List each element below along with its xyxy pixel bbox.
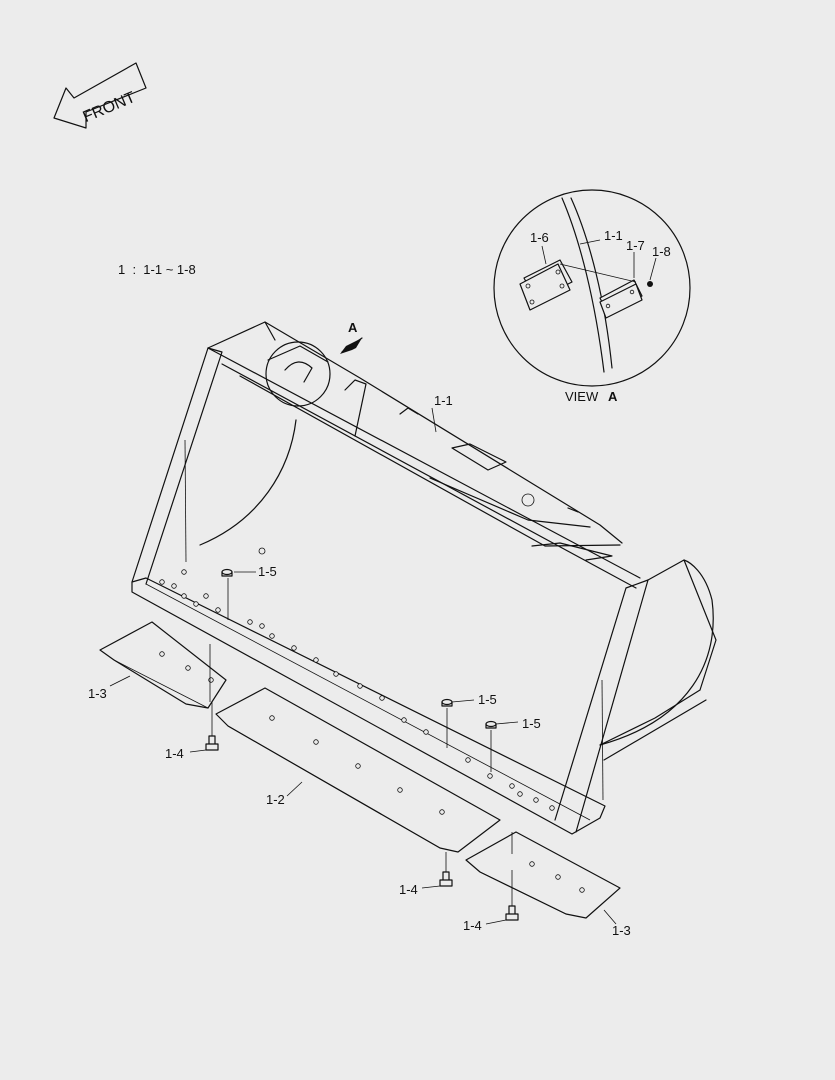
cutting-edge-right: [465, 831, 621, 919]
front-arrow: FRONT: [53, 62, 147, 129]
cutting-edge-center: [215, 687, 501, 853]
callout-1-5: 1-5: [478, 692, 497, 707]
view-caption-prefix: VIEW: [565, 389, 599, 404]
bolt-hole: [171, 583, 177, 589]
callout-1-7: 1-7: [626, 238, 645, 253]
bolt-hole: [247, 619, 253, 625]
bolt-hole: [203, 593, 209, 599]
detail-view-a: [493, 189, 691, 387]
bolt-hole: [181, 569, 187, 575]
callout-1-4: 1-4: [463, 918, 482, 933]
bolt-hole: [379, 695, 385, 701]
assembly-note: 1 : 1-1 ~ 1-8: [118, 262, 196, 277]
callout-1-3: 1-3: [88, 686, 107, 701]
bolt-hole: [269, 633, 275, 639]
bolt-hole: [291, 645, 297, 651]
bolt-hole: [465, 757, 471, 763]
bolt-hole: [357, 683, 363, 689]
callout-1-4: 1-4: [399, 882, 418, 897]
view-caption: VIEW A: [565, 389, 618, 404]
nut-icon: [221, 568, 233, 620]
bolt-hole: [401, 717, 407, 723]
nut-icon: [485, 720, 497, 772]
callout-1-8: 1-8: [652, 244, 671, 259]
bucket-body: [131, 321, 717, 835]
view-caption-letter: A: [608, 389, 618, 404]
callout-1-6: 1-6: [530, 230, 549, 245]
nut-icon: [441, 698, 453, 748]
callout-1-3: 1-3: [612, 923, 631, 938]
bolt-hole: [549, 805, 555, 811]
callout-1-4: 1-4: [165, 746, 184, 761]
callout-1-5: 1-5: [522, 716, 541, 731]
cutting-edge-left: [99, 621, 227, 709]
bolt-hole: [193, 601, 199, 607]
fasteners: [205, 568, 519, 921]
bolt-hole: [259, 623, 265, 629]
bolt-hole: [181, 593, 187, 599]
leader-lines: [109, 239, 657, 925]
bolt-icon: [439, 852, 453, 887]
bolt-hole: [509, 783, 515, 789]
view-marker-letter: A: [348, 320, 358, 335]
bolt-icon: [205, 702, 219, 751]
callout-1-5: 1-5: [258, 564, 277, 579]
bolt-hole: [313, 657, 319, 663]
bolt-hole: [159, 579, 165, 585]
bolt-icon: [505, 832, 519, 921]
callout-1-1: 1-1: [434, 393, 453, 408]
view-a-marker: A: [258, 320, 363, 555]
bolt-hole: [215, 607, 221, 613]
bolt-hole: [423, 729, 429, 735]
bolt-hole: [487, 773, 493, 779]
bolt-hole: [533, 797, 539, 803]
callout-1-2: 1-2: [266, 792, 285, 807]
bolt-hole: [517, 791, 523, 797]
bolt-hole: [333, 671, 339, 677]
base-edge-holes: [159, 569, 555, 811]
callout-1-1-detail: 1-1: [604, 228, 623, 243]
